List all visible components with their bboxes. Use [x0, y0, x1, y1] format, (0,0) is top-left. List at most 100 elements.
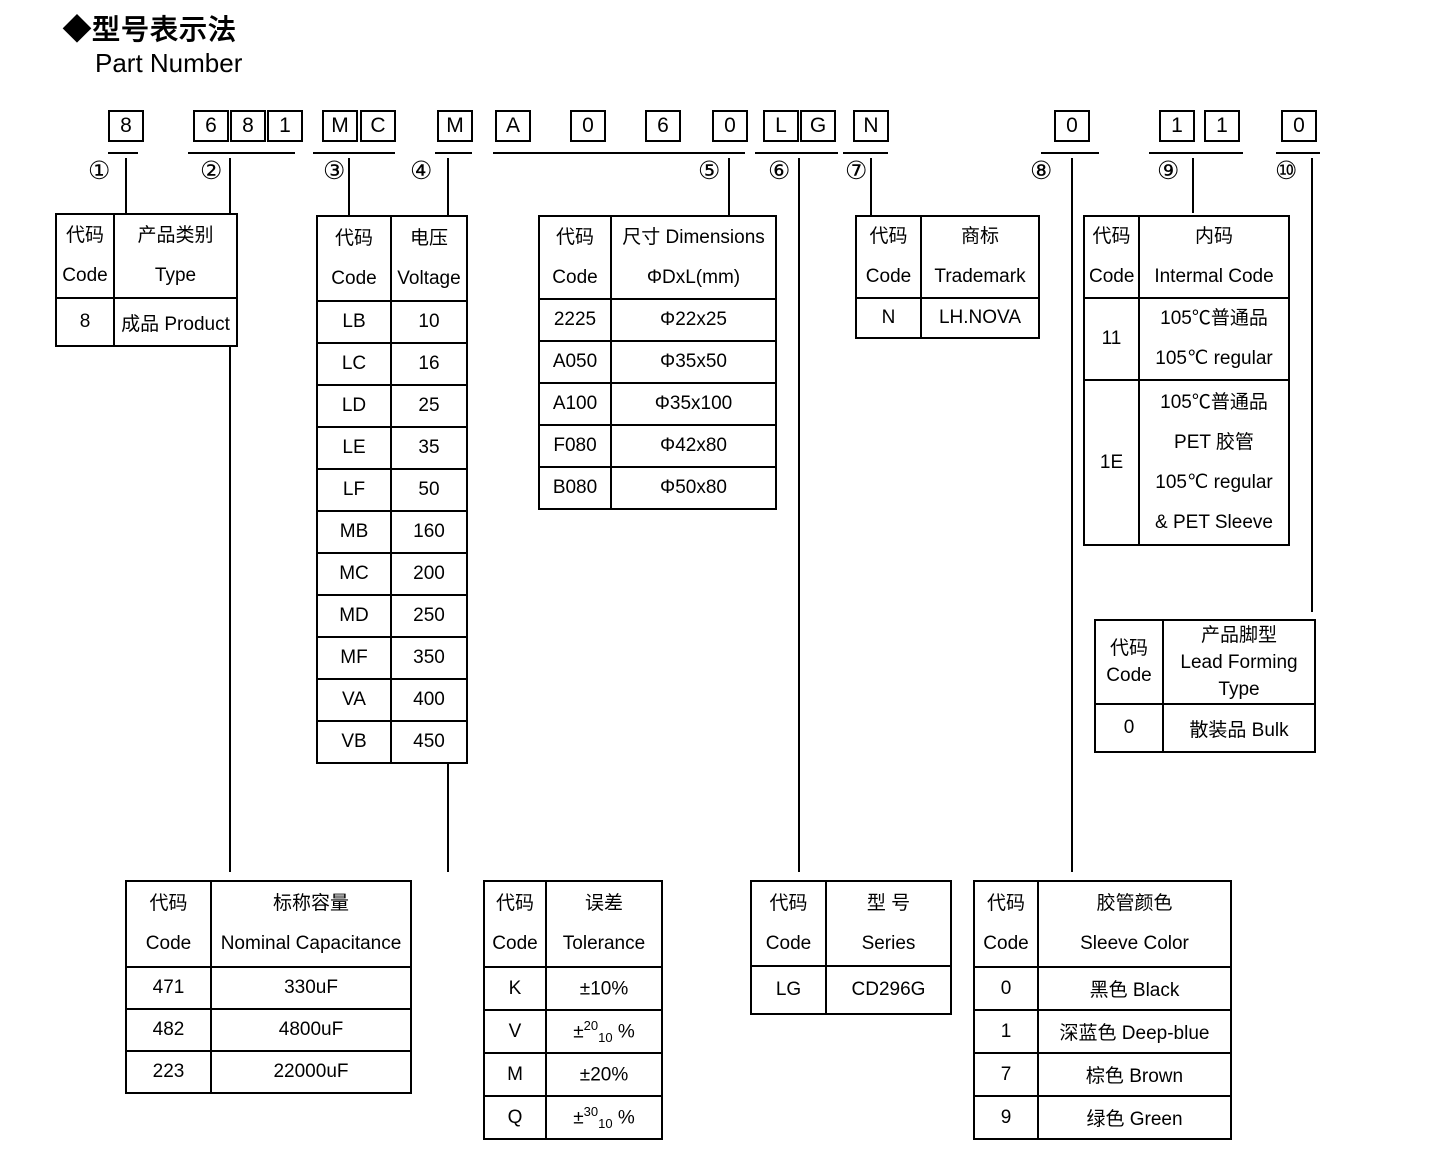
group-underline	[493, 152, 745, 154]
connector-line	[125, 158, 127, 213]
value-cell: 4800uF	[210, 1008, 412, 1052]
value-cell: 200	[390, 552, 468, 596]
value-cell: ±2010 %	[545, 1009, 663, 1054]
pn-char-box: 6	[645, 110, 681, 142]
value-cell: LH.NOVA	[920, 297, 1040, 339]
group-circled-number: ①	[88, 157, 111, 185]
pn-char-box: 0	[1054, 110, 1090, 142]
code-cell: MC	[316, 552, 392, 596]
value-cell: 16	[390, 342, 468, 386]
value-cell: 22000uF	[210, 1050, 412, 1094]
pn-char-box: 1	[1204, 110, 1240, 142]
value-cell: 50	[390, 468, 468, 512]
connector-line	[728, 158, 730, 215]
value-cell: 35	[390, 426, 468, 470]
connector-line	[229, 158, 231, 872]
value-cell: 黑色 Black	[1037, 966, 1232, 1011]
value-cell: 棕色 Brown	[1037, 1052, 1232, 1097]
group-underline	[1041, 152, 1099, 154]
code-cell: LE	[316, 426, 392, 470]
value-cell: 400	[390, 678, 468, 722]
code-cell: B080	[538, 466, 612, 510]
group-underline	[1276, 152, 1320, 154]
code-cell: K	[483, 966, 547, 1011]
group-circled-number: ⑨	[1157, 157, 1180, 185]
value-cell: 105℃普通品 105℃ regular	[1138, 297, 1290, 381]
code-cell: Q	[483, 1095, 547, 1140]
value-cell: 330uF	[210, 966, 412, 1010]
connector-line	[870, 158, 872, 215]
code-cell: 223	[125, 1050, 212, 1094]
value-cell: CD296G	[825, 965, 952, 1015]
pn-char-box: A	[495, 110, 531, 142]
value-cell: Φ42x80	[610, 424, 777, 468]
code-cell: 0	[1094, 703, 1164, 753]
value-cell: 250	[390, 594, 468, 638]
value-cell: ±20%	[545, 1052, 663, 1097]
group-underline	[313, 152, 395, 154]
pn-char-box: 1	[267, 110, 303, 142]
group-underline	[188, 152, 295, 154]
group-underline	[843, 152, 888, 154]
group-underline	[108, 152, 138, 154]
code-cell: V	[483, 1009, 547, 1054]
value-cell: 25	[390, 384, 468, 428]
value-cell: 10	[390, 300, 468, 344]
connector-line	[1071, 158, 1073, 872]
value-cell: 160	[390, 510, 468, 554]
pn-char-box: 8	[230, 110, 266, 142]
pn-char-box: M	[437, 110, 473, 142]
pn-char-box: N	[853, 110, 889, 142]
code-cell: N	[855, 297, 922, 339]
group-circled-number: ⑦	[845, 157, 868, 185]
pn-char-box: 0	[1281, 110, 1317, 142]
code-cell: MF	[316, 636, 392, 680]
value-cell: Φ50x80	[610, 466, 777, 510]
connector-line	[1311, 158, 1313, 612]
code-cell: 11	[1083, 297, 1140, 381]
code-cell: VA	[316, 678, 392, 722]
group-circled-number: ⑤	[698, 157, 721, 185]
code-cell: LG	[750, 965, 827, 1015]
group-circled-number: ④	[410, 157, 433, 185]
value-cell: ±10%	[545, 966, 663, 1011]
group-circled-number: ②	[200, 157, 223, 185]
code-cell: 8	[55, 297, 115, 347]
value-cell: Φ35x100	[610, 382, 777, 426]
pn-char-box: 6	[193, 110, 229, 142]
code-cell: MB	[316, 510, 392, 554]
group-underline	[1149, 152, 1243, 154]
pn-char-box: L	[763, 110, 799, 142]
code-cell: 2225	[538, 298, 612, 342]
pn-char-box: C	[360, 110, 396, 142]
value-cell: Φ22x25	[610, 298, 777, 342]
code-cell: LF	[316, 468, 392, 512]
group-circled-number: ③	[323, 157, 346, 185]
code-cell: 482	[125, 1008, 212, 1052]
code-cell: 471	[125, 966, 212, 1010]
code-cell: LC	[316, 342, 392, 386]
pn-char-box: 0	[570, 110, 606, 142]
